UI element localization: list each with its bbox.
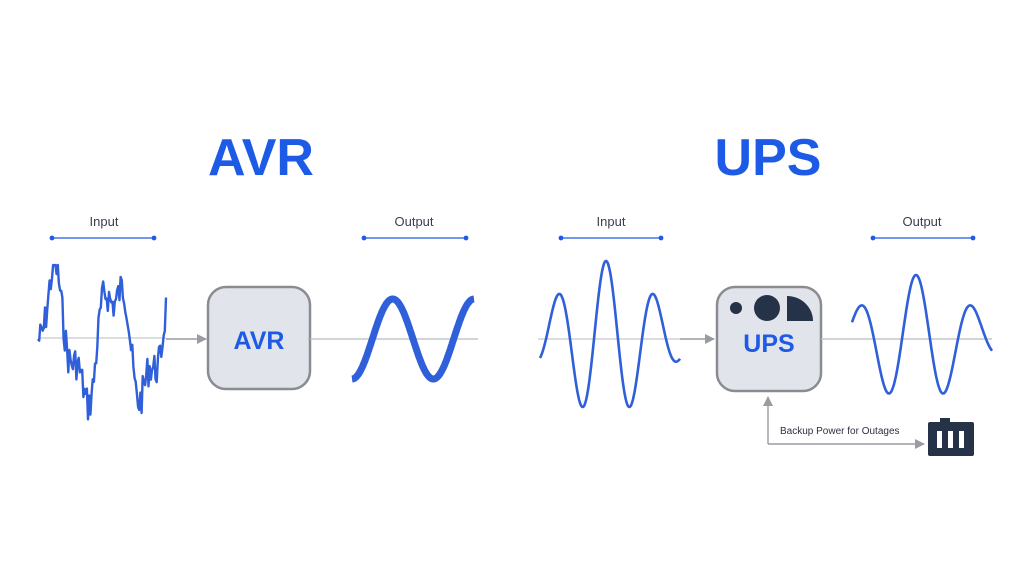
ups-indicator-large-dot [754,295,780,321]
avr-box-label: AVR [234,327,285,355]
avr-title: AVR [208,129,314,187]
ups-title: UPS [715,129,822,187]
battery-icon [928,418,974,456]
avr-device-box: AVR [206,285,312,391]
avr-input-label: Input [90,214,119,229]
avr-clean-output-wave [349,295,477,383]
backup-power-label: Backup Power for Outages [780,426,900,437]
ups-input-bracket [558,235,664,241]
ups-box-label: UPS [743,330,794,358]
ups-quarter-shape-icon [787,296,813,321]
ups-input-label: Input [597,214,626,229]
avr-noisy-input-wave [37,263,168,421]
ups-indicator-small-dot [730,302,742,314]
ups-input-wave [538,259,682,409]
avr-output-label: Output [394,214,433,229]
backup-connector [763,396,925,449]
ups-output-bracket [870,235,976,241]
ups-output-label: Output [902,214,941,229]
ups-device-box: UPS [715,285,823,393]
avr-input-bracket [49,235,157,241]
avr-output-bracket [361,235,469,241]
ups-output-wave [850,273,994,395]
